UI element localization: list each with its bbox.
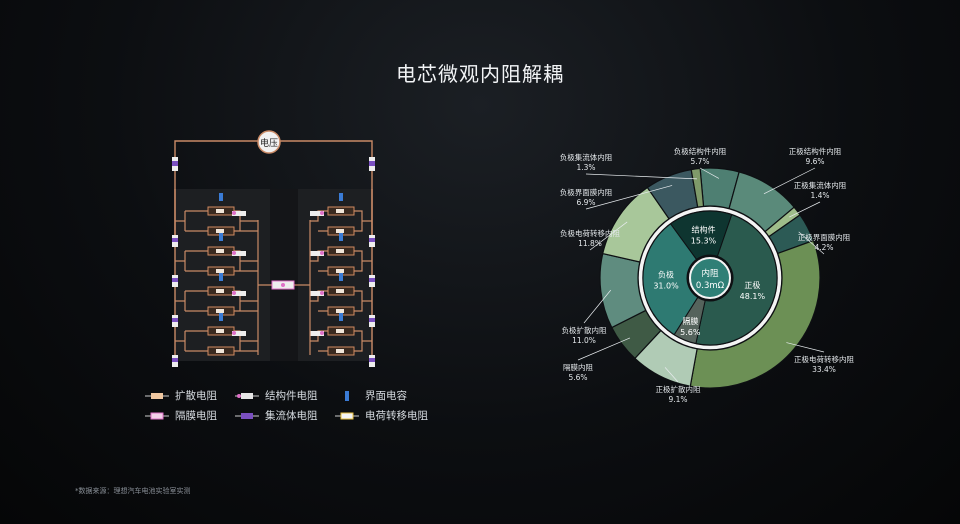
outer-slice-value: 5.6% — [568, 373, 587, 382]
donut-center — [689, 257, 731, 299]
callout-line — [577, 337, 631, 361]
outer-slice-label: 正极电荷转移内阻 — [794, 354, 854, 364]
inner-slice-value: 5.6% — [680, 328, 701, 337]
internal-resistance-donut-chart: 内阻 0.3mΩ 结构件 15.3% 正极 48.1% 隔膜 5.6% 负极 31.0% 负极结构件… — [560, 146, 855, 404]
center-value: 0.3mΩ — [696, 281, 725, 291]
callout-line — [786, 342, 825, 353]
resistor-separator-icon — [145, 412, 169, 420]
ring-separator — [638, 206, 782, 350]
callout-line — [664, 367, 679, 383]
outer-slice-value: 5.7% — [690, 157, 709, 166]
callout-line — [699, 167, 720, 179]
inner-slice — [642, 223, 699, 336]
voltage-label: 电压 — [260, 137, 278, 149]
outer-slice-value: 1.4% — [810, 191, 829, 200]
inner-slice-value: 15.3% — [691, 236, 717, 245]
outer-slice-label: 负极扩散内阻 — [562, 325, 607, 335]
callout-line — [789, 201, 821, 218]
inner-slice-label: 正极 — [744, 280, 760, 290]
inner-slice — [695, 214, 778, 346]
outer-slice-label: 正极扩散内阻 — [656, 384, 701, 394]
outer-slice-label: 正极界面膜内阻 — [798, 232, 851, 242]
footnote: *数据来源：理想汽车电池实验室实测 — [75, 487, 191, 495]
circuit-diagram: 电压 — [172, 130, 375, 367]
resistor-collector-icon — [235, 413, 259, 419]
outer-slice-value: 4.2% — [814, 243, 833, 252]
inner-slice-label: 结构件 — [691, 224, 715, 234]
outer-slice-value: 6.9% — [576, 198, 595, 207]
resistor-diffusion-icon — [145, 393, 169, 399]
center-label: 内阻 — [701, 268, 719, 279]
capacitor-interface-icon — [345, 391, 349, 401]
outer-slice-label: 正极结构件内阻 — [789, 146, 842, 156]
outer-slice-value: 9.6% — [805, 157, 824, 166]
outer-slice — [690, 167, 705, 208]
outer-slice-value: 9.1% — [668, 395, 687, 404]
inner-slice-label: 负极 — [658, 269, 674, 279]
outer-slice-value: 11.8% — [578, 239, 602, 248]
inner-slice-value: 31.0% — [653, 281, 679, 290]
callout-line — [585, 173, 697, 180]
callout-line — [583, 289, 612, 324]
callout-line — [585, 185, 673, 210]
outer-slice — [689, 239, 821, 389]
outer-slice-label: 负极电荷转移内阻 — [560, 228, 620, 238]
outer-slice-label: 隔膜内阻 — [563, 362, 593, 372]
callout-line — [763, 167, 816, 195]
resistor-structure-icon — [235, 393, 259, 399]
outer-slice-label: 负极集流体内阻 — [560, 152, 613, 162]
inner-slice-label: 隔膜 — [682, 316, 698, 326]
resistor-charge-transfer-icon — [335, 412, 359, 420]
callout-line — [589, 221, 628, 251]
outer-slice-label: 负极结构件内阻 — [674, 146, 727, 156]
outer-slice-value: 33.4% — [812, 365, 836, 374]
outer-slice-value: 11.0% — [572, 336, 596, 345]
outer-slice-value: 1.3% — [576, 163, 595, 172]
outer-slice-label: 负极界面膜内阻 — [560, 187, 613, 197]
page-title: 电芯微观内阻解耦 — [396, 62, 564, 86]
callout-line — [798, 231, 825, 255]
outer-slice-label: 正极集流体内阻 — [794, 180, 847, 190]
inner-slice-value: 48.1% — [740, 292, 766, 301]
